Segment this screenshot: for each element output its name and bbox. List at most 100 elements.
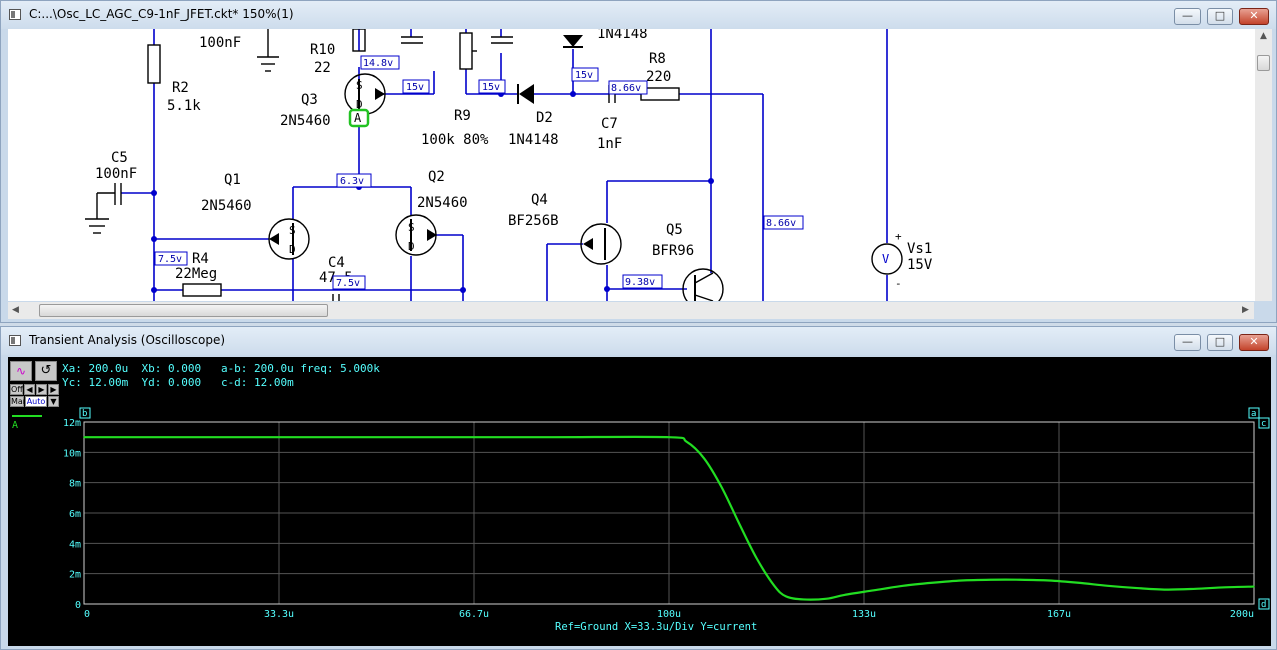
series-a-point — [1019, 578, 1021, 581]
vtag-7.5v-a: 7.5v — [158, 254, 182, 265]
schematic-horizontal-scrollbar[interactable]: ◀ ▶ — [8, 302, 1254, 319]
label-q5-name: Q5 — [666, 222, 683, 238]
scroll-up-arrow-icon[interactable]: ▲ — [1260, 31, 1267, 41]
schematic-window: C:...\Osc_LC_AGC_C9-1nF_JFET.ckt* 150%(1… — [0, 0, 1277, 323]
cursor-b-marker — [79, 407, 91, 419]
vtag-15v-b: 15v — [482, 82, 500, 93]
cursor-readout-line-2: Yc: 12.00m Yd: 0.000 c-d: 12.00m — [62, 376, 294, 389]
schematic-title-bar[interactable]: C:...\Osc_LC_AGC_C9-1nF_JFET.ckt* 150%(1… — [1, 1, 1276, 29]
series-a-point — [931, 581, 934, 584]
minimize-button[interactable]: — — [1174, 334, 1201, 351]
series-a-point — [755, 557, 758, 560]
schematic-window-title: C:...\Osc_LC_AGC_C9-1nF_JFET.ckt* 150%(1… — [29, 7, 294, 21]
plot-frame — [83, 421, 1255, 605]
maximize-button[interactable]: □ — [1207, 334, 1233, 351]
x-tick-label: 66.7u — [459, 609, 489, 620]
vtag-15v-a: 15v — [406, 82, 424, 93]
vertical-scroll-thumb[interactable] — [1257, 55, 1270, 71]
y-tick-label: 10m — [63, 448, 81, 459]
label-vs1-value: 15V — [907, 257, 933, 273]
series-a-point — [902, 585, 904, 587]
label-q2-value: 2N5460 — [417, 195, 468, 211]
schematic-drawing: 100nF R10 22 R2 5.1k Q3 2N5460 R9 100k 8… — [85, 29, 933, 301]
maximize-button[interactable]: □ — [1207, 8, 1233, 25]
series-a-point — [989, 578, 992, 581]
end-step-icon[interactable]: ▶ — [48, 384, 59, 395]
vs1-plus: + — [895, 230, 902, 243]
cursor-b-label: b — [82, 409, 87, 419]
scroll-left-arrow-icon[interactable]: ◀ — [12, 305, 19, 315]
series-a-point — [1223, 586, 1226, 589]
schematic-canvas[interactable]: 100nF R10 22 R2 5.1k Q3 2N5460 R9 100k 8… — [8, 29, 1271, 301]
probe-a-label: A — [354, 111, 362, 125]
reset-tool-icon[interactable]: ↺ — [35, 361, 57, 381]
series-a-point — [685, 440, 688, 443]
x-tick-label: 0 — [84, 609, 90, 620]
circuit-wires — [121, 29, 888, 301]
schematic-vertical-scrollbar[interactable]: ▲ — [1255, 29, 1272, 301]
pin-labels: S D S D S D + - V — [289, 79, 902, 290]
label-c4-name: C4 — [328, 255, 345, 271]
right-step-icon[interactable]: ▶ — [36, 384, 47, 395]
series-a-point — [1165, 588, 1168, 591]
x-tick-label: 167u — [1047, 609, 1071, 620]
manual-button[interactable]: Man — [10, 396, 28, 407]
label-r9-name: R9 — [454, 108, 471, 124]
probe-a-marker — [348, 108, 370, 128]
vtag-15v-c: 15v — [575, 70, 593, 81]
minimize-button[interactable]: — — [1174, 8, 1201, 25]
scope-title-bar[interactable]: Transient Analysis (Oscilloscope) — □ ✕ — [1, 327, 1276, 355]
vtag-9.38v: 9.38v — [625, 277, 655, 288]
close-button[interactable]: ✕ — [1239, 8, 1269, 25]
legend-label: A — [12, 420, 18, 431]
label-r4-value: 22Meg — [175, 266, 217, 282]
label-r2-name: R2 — [172, 80, 189, 96]
series-a-point — [1106, 585, 1109, 587]
label-q3-name: Q3 — [301, 92, 318, 108]
series-a-point — [872, 589, 875, 592]
label-d-top-value: 1N4148 — [597, 29, 648, 42]
cursor-a-label: a — [1251, 409, 1256, 419]
x-tick-label: 33.3u — [264, 609, 294, 620]
vtag-8.66v-b: 8.66v — [766, 218, 796, 229]
label-q1-name: Q1 — [224, 172, 241, 188]
cursor-c-label: c — [1261, 419, 1266, 429]
series-a-point — [1194, 588, 1197, 590]
series-a-point — [738, 522, 740, 525]
label-c-top-value: 100nF — [199, 35, 241, 51]
series-a-point — [434, 436, 436, 438]
dropdown-icon[interactable]: ▼ — [48, 396, 59, 407]
y-tick-label: 0 — [75, 600, 81, 611]
series-a-point — [1253, 585, 1255, 588]
waveform-tool-icon[interactable]: ∿ — [10, 361, 32, 381]
label-r10-value: 22 — [314, 60, 331, 76]
series-a-point — [83, 436, 85, 438]
series-a-point — [843, 594, 846, 596]
series-a-point — [785, 595, 787, 598]
q1-pin-s: S — [289, 224, 296, 237]
vtag-8.66v-a: 8.66v — [611, 83, 641, 94]
label-c7-name: C7 — [601, 116, 618, 132]
series-a-point — [960, 579, 963, 582]
schematic-arrows — [269, 35, 593, 250]
schematic-junctions — [151, 91, 714, 293]
label-r4-name: R4 — [192, 251, 209, 267]
label-vs1-name: Vs1 — [907, 241, 932, 257]
horizontal-scroll-thumb[interactable] — [39, 304, 328, 317]
close-button[interactable]: ✕ — [1239, 334, 1269, 351]
scroll-right-arrow-icon[interactable]: ▶ — [1242, 305, 1249, 315]
series-a-point — [200, 436, 202, 438]
label-q1-value: 2N5460 — [201, 198, 252, 214]
off-button[interactable]: Off — [10, 384, 23, 395]
left-step-icon[interactable]: ◀ — [24, 384, 35, 395]
y-tick-label: 8m — [69, 479, 81, 490]
series-a-point — [1136, 587, 1138, 589]
scope-window-title: Transient Analysis (Oscilloscope) — [29, 333, 226, 347]
cursor-readout-line-1: Xa: 200.0u Xb: 0.000 a-b: 200.0u freq: 5… — [62, 362, 380, 375]
label-r9-value: 100k 80% — [421, 132, 489, 148]
auto-button[interactable]: Auto — [25, 396, 47, 407]
plot-grid — [84, 422, 1254, 604]
